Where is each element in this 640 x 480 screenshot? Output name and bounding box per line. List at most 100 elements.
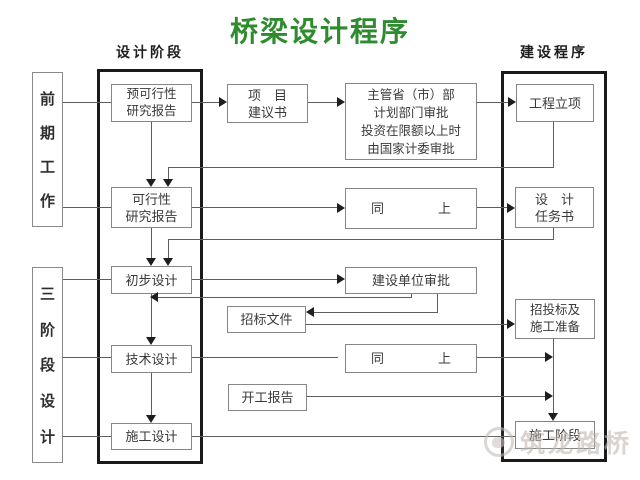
node-text: 技术设计 (125, 351, 178, 367)
arrow-right-icon (337, 274, 345, 284)
feedback-line-owner-approval (157, 297, 411, 298)
node-owner-approval: 建设单位审批 (345, 267, 477, 294)
node-text: 工程立项 (528, 95, 581, 111)
node-text: 施工设计 (125, 429, 178, 444)
connector-line (192, 102, 220, 103)
node-text: 可行性 (131, 191, 171, 207)
node-text: 初步设计 (125, 272, 178, 288)
node-text: 施工阶段 (528, 427, 581, 443)
stage-label-char: 工 (39, 160, 55, 177)
node-same-as-above-1: 同 上 (345, 188, 477, 229)
node-design-task-statement: 设 计 任务书 (515, 187, 594, 228)
connector-line (63, 279, 111, 280)
node-text: 研究报告 (125, 208, 178, 224)
page-title: 桥梁设计程序 (229, 16, 410, 47)
connector-line (477, 102, 509, 103)
node-text: 主管省（市）部 (367, 87, 455, 102)
connector-line (306, 324, 508, 325)
connector-line (192, 207, 338, 208)
connector-line (151, 122, 152, 180)
node-text: 上 (437, 201, 451, 216)
node-text: 计划部门审批 (373, 105, 449, 120)
arrow-down-icon (146, 337, 156, 345)
connector-line (477, 207, 508, 208)
node-text: 研究报告 (126, 104, 177, 118)
arrow-down-icon (146, 258, 156, 266)
arrow-right-icon (507, 203, 515, 213)
construction-procedure-column-frame (501, 71, 607, 462)
design-stage-column-frame (97, 69, 203, 464)
connector-line (411, 294, 412, 298)
connector-line (553, 339, 554, 414)
arrow-right-icon (508, 97, 516, 107)
node-construction-phase: 施工阶段 (515, 421, 595, 449)
stage-label-preliminary-work: 前 期 工 作 (32, 72, 63, 227)
stage-label-char: 期 (39, 125, 55, 142)
watermark: 筑龙路桥 (484, 424, 632, 460)
connector-line (63, 102, 111, 103)
node-text: 由国家计委审批 (367, 141, 455, 156)
column-header-construction-procedure: 建设程序 (520, 46, 588, 61)
arrow-down-icon (163, 179, 173, 187)
arrow-down-icon (146, 179, 156, 187)
node-text: 招投标及 (529, 303, 580, 317)
node-feasibility-report: 可行性 研究报告 (111, 187, 192, 228)
node-authority-approval: 主管省（市）部 计划部门审批 投资在限额以上时 由国家计委审批 (345, 83, 477, 160)
node-text: 上 (437, 351, 451, 366)
arrow-right-icon (545, 391, 553, 401)
connector-line (192, 357, 338, 358)
connector-line (192, 436, 515, 437)
arrow-right-icon (337, 97, 345, 107)
node-project-initiation: 工程立项 (516, 84, 594, 122)
watermark-text: 筑龙路桥 (520, 431, 633, 458)
node-technical-design: 技术设计 (111, 345, 192, 373)
arrow-down-icon (548, 413, 558, 421)
stage-label-char: 作 (39, 194, 55, 211)
feedback-line-task-to-preliminary-design (168, 239, 553, 240)
node-construction-design: 施工设计 (111, 423, 192, 450)
arrow-down-icon (163, 258, 173, 266)
connector-line (168, 167, 169, 180)
connector-line (307, 396, 546, 397)
arrow-right-icon (337, 203, 345, 213)
node-text: 同 (371, 201, 385, 216)
stage-label-char: 前 (39, 91, 55, 108)
node-text: 招标文件 (240, 312, 293, 327)
node-same-as-above-2: 同 上 (345, 344, 477, 373)
column-header-design-stage: 设计阶段 (116, 46, 184, 61)
stage-label-char: 设 (39, 394, 55, 411)
node-preliminary-design: 初步设计 (111, 266, 192, 294)
stage-label-char: 计 (39, 429, 55, 446)
node-text: 施工准备 (529, 320, 580, 334)
arrow-left-icon (150, 292, 158, 302)
stage-label-three-stage-design: 三 阶 段 设 计 (32, 267, 63, 463)
connector-line (192, 279, 338, 280)
arrow-down-icon (146, 415, 156, 423)
connector-line (63, 207, 111, 208)
node-text: 任务书 (534, 208, 574, 224)
node-text: 同 (371, 351, 385, 366)
connector-line (151, 228, 152, 259)
connector-line (168, 239, 169, 259)
node-bidding-and-construction-preparation: 招投标及 施工准备 (515, 299, 595, 339)
connector-line (151, 373, 152, 416)
feedback-line-initiation-to-feasibility (168, 167, 553, 168)
node-text: 项 目 (247, 87, 287, 103)
connector-line (553, 122, 554, 168)
connector-line (63, 357, 111, 358)
connector-line (313, 312, 437, 313)
node-text: 建设单位审批 (371, 273, 450, 288)
node-text: 建议书 (247, 104, 287, 120)
node-text: 设 计 (534, 191, 574, 207)
arrow-left-icon (306, 307, 314, 317)
stage-label-char: 段 (39, 358, 55, 375)
stage-label-char: 阶 (39, 322, 55, 339)
node-text: 预可行性 (126, 87, 177, 101)
arrow-right-icon (545, 352, 553, 362)
connector-line (553, 228, 554, 240)
node-commencement-report: 开工报告 (228, 384, 307, 411)
arrow-right-icon (219, 97, 227, 107)
connector-line (63, 436, 111, 437)
stage-label-char: 三 (39, 287, 55, 304)
